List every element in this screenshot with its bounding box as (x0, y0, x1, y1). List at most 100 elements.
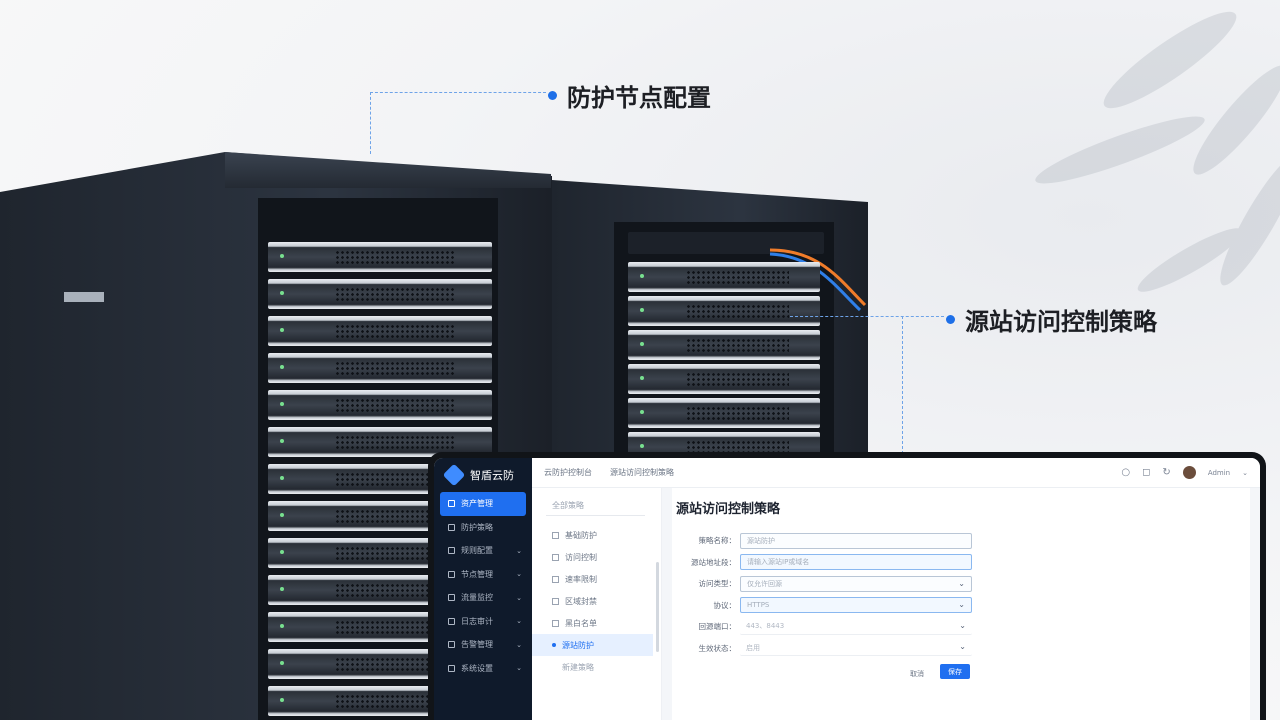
form-field[interactable]: HTTPS⌄ (740, 597, 972, 613)
sidebar-item[interactable]: 防护策略 (434, 516, 532, 540)
item-icon (552, 643, 556, 647)
status-led (280, 550, 284, 554)
search-icon[interactable]: ○ (1121, 467, 1131, 478)
field-value: 启用 (746, 643, 760, 652)
sidebar-item[interactable]: 日志审计⌄ (434, 610, 532, 634)
chevron-down-icon: ⌄ (516, 546, 522, 555)
callout-right-label: 源站访问控制策略 (965, 308, 1157, 336)
form-row: 策略名称：源站防护 (672, 532, 972, 549)
field-label: 协议： (713, 600, 737, 610)
refresh-icon[interactable]: ↻ (1162, 467, 1171, 478)
status-led (280, 587, 284, 591)
status-led (640, 410, 644, 414)
menu-icon (448, 641, 455, 649)
callout-right: 源站访问控制策略 (946, 302, 1157, 337)
sidebar-item-label: 告警管理 (461, 640, 493, 650)
chevron-down-icon: ⌄ (959, 642, 966, 651)
sidebar-item-label: 规则配置 (461, 546, 493, 556)
sidebar-item-label: 资产管理 (461, 499, 493, 509)
subnav-item-label: 速率限制 (565, 574, 597, 584)
server-unit (268, 242, 492, 272)
status-led (640, 274, 644, 278)
breadcrumb-root[interactable]: 云防护控制台 (544, 468, 592, 477)
form-row: 访问类型：仅允许回源⌄ (672, 575, 972, 592)
status-led (280, 698, 284, 702)
subnav-item[interactable]: 基础防护 (532, 524, 661, 546)
network-switch (628, 232, 824, 254)
chevron-down-icon: ⌄ (516, 593, 522, 602)
status-led (280, 624, 284, 628)
form-field[interactable]: 源站防护 (740, 532, 972, 549)
server-unit (628, 398, 820, 428)
sidebar-item[interactable]: 节点管理⌄ (434, 563, 532, 587)
subnav-item[interactable]: 区域封禁 (532, 590, 661, 612)
brand-name: 智盾云防 (470, 469, 514, 482)
item-icon (552, 575, 559, 583)
field-value: 443、8443 (746, 622, 785, 630)
subnav-item-label: 访问控制 (565, 552, 597, 562)
fiber-cables (769, 248, 867, 312)
field-value: 请输入源站IP或域名 (747, 558, 810, 566)
server-unit (268, 390, 492, 420)
server-unit (628, 262, 820, 292)
item-icon (552, 553, 559, 561)
scrollbar[interactable] (656, 562, 659, 652)
brand: 智盾云防 (434, 458, 532, 492)
laptop-frame: 智盾云防 资产管理防护策略规则配置⌄节点管理⌄流量监控⌄日志审计⌄告警管理⌄系统… (428, 452, 1266, 720)
menu-icon (448, 523, 455, 531)
bell-icon[interactable]: ◻ (1142, 467, 1151, 478)
callout-top: 防护节点配置 (548, 78, 711, 113)
breadcrumb-current: 源站访问控制策略 (610, 468, 674, 477)
topbar-actions: ○ ◻ ↻ Admin ⌄ (1121, 466, 1248, 479)
sidebar-item-label: 日志审计 (461, 616, 493, 626)
item-icon (552, 619, 559, 627)
leader-line-right (790, 316, 944, 317)
status-led (640, 342, 644, 346)
chevron-down-icon: ⌄ (959, 620, 966, 630)
chevron-down-icon: ⌄ (516, 640, 522, 649)
menu-icon (448, 570, 455, 578)
leaf-shadow-decoration (1035, 11, 1280, 292)
cancel-button[interactable]: 取消 (910, 669, 924, 678)
field-label: 源站地址段： (691, 557, 736, 567)
menu-icon (448, 500, 455, 508)
form-row: 回源端口：443、8443⌄ (672, 618, 972, 635)
form-panel: 源站访问控制策略 策略名称：源站防护源站地址段：请输入源站IP或域名访问类型：仅… (672, 488, 1250, 720)
subnav-item[interactable]: 访问控制 (532, 546, 661, 568)
subnav-filter[interactable]: 全部策略 (546, 500, 645, 516)
subnav-item[interactable]: 源站防护 (532, 634, 653, 656)
server-unit (268, 316, 492, 346)
server-unit (628, 296, 820, 326)
form-field[interactable]: 仅允许回源⌄ (740, 575, 972, 592)
save-button[interactable]: 保存 (940, 664, 970, 679)
status-led (640, 308, 644, 312)
form-field[interactable]: 443、8443 ⌄ (740, 619, 972, 635)
status-led (280, 365, 284, 369)
chevron-down-icon[interactable]: ⌄ (1242, 468, 1248, 477)
avatar[interactable] (1182, 466, 1196, 479)
form-field[interactable]: 启用 ⌄ (740, 640, 972, 656)
subnav-item[interactable]: 速率限制 (532, 568, 661, 590)
server-unit (628, 364, 820, 394)
server-unit (268, 279, 492, 309)
menu-icon (448, 594, 455, 602)
subnav-item[interactable]: 黑白名单 (532, 612, 661, 634)
status-led (640, 376, 644, 380)
sidebar-item[interactable]: 系统设置⌄ (434, 657, 532, 681)
chevron-down-icon: ⌄ (958, 600, 965, 609)
status-led (280, 291, 284, 295)
chevron-down-icon: ⌄ (958, 578, 965, 588)
subnav-item-label: 源站防护 (562, 640, 594, 650)
status-led (640, 444, 644, 448)
subnav-item[interactable]: 新建策略 (532, 656, 661, 678)
user-name[interactable]: Admin (1207, 468, 1231, 477)
topbar: 云防护控制台 源站访问控制策略 ○ ◻ ↻ Admin ⌄ (532, 458, 1260, 488)
sidebar-item-label: 节点管理 (461, 569, 493, 579)
sidebar-item[interactable]: 告警管理 ⌄ (434, 633, 532, 657)
sidebar-item[interactable]: 资产管理 (440, 492, 526, 516)
sidebar-item[interactable]: 流量监控⌄ (434, 586, 532, 610)
sidebar-item-label: 防护策略 (461, 522, 493, 532)
form-field[interactable]: 请输入源站IP或域名 (740, 554, 972, 570)
sidebar-item[interactable]: 规则配置 ⌄ (434, 539, 532, 563)
